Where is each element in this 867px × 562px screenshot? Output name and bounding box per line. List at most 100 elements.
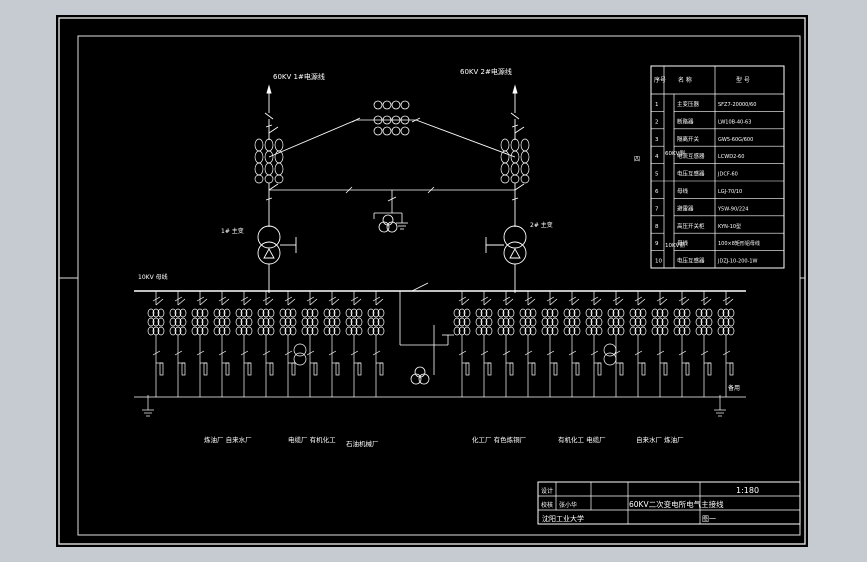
table-cell-no: 9 — [655, 241, 659, 247]
transformer-2 — [485, 213, 527, 293]
ct-stack-left — [254, 138, 284, 184]
table-cell-name: 电流互感器 — [677, 152, 705, 160]
title-scale: 1:180 — [736, 486, 759, 495]
table-cell-model: Y5W-90/224 — [717, 206, 748, 212]
title-designer: 张小华 — [559, 501, 577, 509]
table-cell-name: 隔离开关 — [677, 135, 700, 143]
table-cell-name: 避雷器 — [677, 204, 694, 212]
table-cell-model: 100×8矩形铝母线 — [718, 240, 760, 247]
feeder-bay — [257, 291, 275, 397]
feeder-bay — [695, 291, 713, 397]
feeder-group-label-4: 化工厂 有色炼铜厂 — [472, 435, 527, 444]
feeder-bay — [651, 291, 669, 397]
feeder-bay — [367, 291, 385, 397]
table-cell-model: KYN-10型 — [718, 223, 741, 230]
table-cell-model: LW10B-40-63 — [718, 119, 751, 125]
feeder-bay — [673, 291, 691, 397]
title-university: 沈阳工业大学 — [542, 514, 584, 523]
incoming-line-2-label: 60KV 2#电源线 — [460, 67, 512, 76]
table-side-label-60kv: 60KV侧 — [665, 149, 685, 157]
table-cell-name: 高压开关柜 — [677, 222, 705, 230]
feeder-bay — [301, 291, 319, 397]
table-cell-no: 7 — [655, 206, 659, 212]
feeder-group-label-3: 石油机械厂 — [346, 439, 379, 448]
feeder-group-label-5: 有机化工 电缆厂 — [558, 435, 606, 444]
arrester-left — [142, 395, 154, 417]
incoming-branch-1 — [264, 84, 357, 213]
table-cell-no: 6 — [655, 189, 659, 195]
feeder-bays — [147, 291, 735, 397]
inner-frame — [77, 35, 801, 536]
table-cell-no: 2 — [655, 119, 659, 125]
table-cell-model: JDZJ-10-200-1W — [717, 259, 758, 265]
table-cell-name: 电压互感器 — [677, 257, 705, 265]
feeder-bay — [453, 291, 471, 397]
feeder-bay — [235, 291, 253, 397]
feeder-bay — [497, 291, 515, 397]
drawing-sheet: 60KV 1#电源线 60KV 2#电源线 — [56, 15, 808, 547]
feeder-bay — [191, 291, 209, 397]
table-cell-name: 电压互感器 — [677, 170, 705, 178]
transformer-1-label: 1# 主变 — [221, 227, 244, 235]
incoming-line-1-label: 60KV 1#电源线 — [273, 72, 325, 81]
feeder-bay — [279, 291, 297, 397]
table-cell-model: LCWD2-60 — [718, 154, 744, 160]
table-cell-name: 断路器 — [677, 117, 694, 125]
table-cell-model: JDCF-60 — [717, 172, 738, 178]
transformer-2-label: 2# 主变 — [530, 221, 553, 229]
table-cell-no: 8 — [655, 224, 659, 230]
title-drawing-name: 60KV二次变电所电气主接线 — [629, 499, 724, 509]
bus-label: 10KV 母线 — [138, 273, 168, 281]
feeder-bay — [345, 291, 363, 397]
title-block: 设计 校核 张小华 沈阳工业大学 60KV二次变电所电气主接线 1:180 图一 — [537, 481, 801, 525]
spare-label: 备用 — [728, 384, 740, 392]
feeder-pt — [293, 343, 307, 366]
feeder-group-label-6: 自来水厂 炼油厂 — [636, 435, 684, 444]
feeder-bay — [213, 291, 231, 397]
table-cell-model: GW5-60G/600 — [718, 137, 753, 143]
feeder-bay — [563, 291, 581, 397]
table-header-no: 序号 — [654, 76, 666, 84]
main-wiring-diagram: 60KV 1#电源线 60KV 2#电源线 — [58, 17, 806, 545]
feeder-pt — [603, 343, 617, 366]
feeder-group-label-2: 电缆厂 有机化工 — [288, 435, 336, 444]
table-cell-model: SFZ7-20000/60 — [718, 102, 756, 108]
feeder-bay — [717, 291, 735, 397]
table-header-model: 型 号 — [736, 76, 750, 84]
transformer-1 — [257, 213, 297, 293]
feeder-bay — [629, 291, 647, 397]
outer-frame — [58, 17, 806, 545]
table-cell-name: 主变压器 — [677, 100, 700, 108]
table-cell-no: 3 — [655, 137, 659, 143]
feeder-bay — [475, 291, 493, 397]
table-side-label-10kv: 10KV侧 — [665, 241, 685, 249]
title-role-design: 设计 — [541, 487, 553, 495]
pt-group-60kv — [373, 190, 408, 233]
feeder-bay — [541, 291, 559, 397]
table-cell-no: 1 — [655, 102, 659, 108]
bus-section-switch — [411, 282, 429, 292]
arrester-right — [714, 395, 726, 417]
feeder-group-label-1: 炼油厂 自来水厂 — [204, 435, 252, 444]
table-cell-no: 10 — [655, 259, 662, 265]
title-sheet-no: 图一 — [702, 515, 716, 523]
feeder-bay — [169, 291, 187, 397]
incoming-branch-2 — [415, 84, 525, 213]
table-cell-name: 母线 — [677, 187, 689, 195]
table-cell-no: 4 — [655, 154, 659, 160]
pt-group-10kv — [399, 291, 454, 385]
feeder-bay — [519, 291, 537, 397]
table-cell-name: 母线 — [677, 239, 689, 247]
table-header-name: 名 称 — [678, 76, 692, 84]
table-cell-model: LGJ-70/10 — [718, 189, 742, 195]
equipment-table: 1 主变压器 SFZ7-20000/60 2 断路器 LW10B-40-63 3 隔离开关 GW… — [650, 65, 785, 269]
side-marker: 四 — [634, 156, 640, 163]
ct-stack-right — [500, 138, 530, 184]
feeder-bay — [585, 291, 603, 397]
title-role-check: 校核 — [541, 501, 553, 509]
feeder-bay — [323, 291, 341, 397]
bridge-connection — [269, 100, 515, 194]
table-cell-no: 5 — [655, 172, 659, 178]
feeder-bay — [607, 291, 625, 397]
